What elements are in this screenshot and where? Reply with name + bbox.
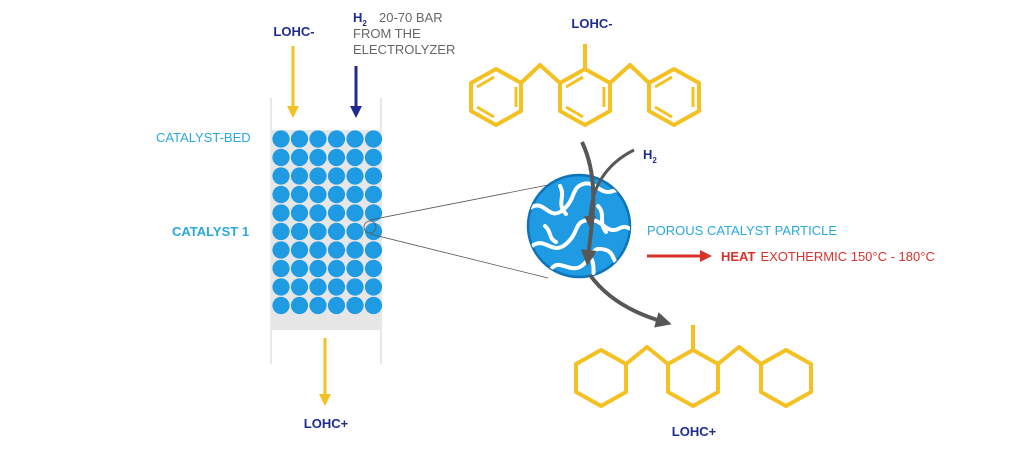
- catalyst-pellet: [290, 259, 309, 278]
- catalyst-pellet: [290, 167, 309, 185]
- catalyst-pellet: [272, 241, 290, 259]
- catalyst-pellet: [309, 259, 327, 278]
- catalyst-pellet: [364, 278, 383, 296]
- heat-label: HEAT EXOTHERMIC 150°C - 180°C: [721, 249, 935, 264]
- lohc-plus-bottom-label: LOHC+: [672, 424, 717, 439]
- zoom-line-bottom: [369, 233, 549, 279]
- catalyst-pellet: [346, 259, 364, 278]
- particle-to-product-arrow-icon: [588, 273, 672, 328]
- h2-inlet-label: H2: [353, 10, 367, 28]
- catalyst-pellet: [346, 278, 364, 296]
- catalyst-label: CATALYST 1: [172, 224, 249, 239]
- catalyst-pellet: [272, 167, 290, 185]
- catalyst-pellet: [327, 259, 346, 278]
- outlet-lohc-label: LOHC+: [304, 416, 349, 431]
- catalyst-pellet: [346, 296, 364, 315]
- catalyst-pellet: [327, 222, 346, 241]
- catalyst-pellet: [272, 278, 290, 296]
- catalyst-pellet: [309, 204, 327, 222]
- inlet-lohc-label: LOHC-: [273, 24, 314, 39]
- catalyst-pellet: [290, 296, 309, 315]
- h2-source-line3: ELECTROLYZER: [353, 42, 455, 57]
- h2-feed-label: H2: [643, 147, 657, 165]
- h2-source-line2: FROM THE: [353, 26, 421, 41]
- saturated-molecule: [574, 325, 813, 408]
- catalyst-pellet: [327, 185, 346, 204]
- methylene-bridge-left: [519, 63, 562, 85]
- catalyst-pellet: [272, 185, 290, 204]
- zoom-line-top: [369, 183, 554, 221]
- catalyst-pellet: [364, 259, 383, 278]
- catalyst-pellet: [364, 167, 383, 185]
- h2-subscript: 2: [362, 19, 367, 28]
- catalyst-pellet: [290, 204, 309, 222]
- catalyst-pellet: [309, 130, 327, 148]
- catalyst-pellet: [327, 296, 346, 315]
- h2-to-particle-arrow-icon: [584, 148, 635, 228]
- catalyst-pellet: [309, 148, 327, 167]
- catalyst-pellet: [346, 167, 364, 185]
- h2-symbol: H: [643, 147, 652, 162]
- catalyst-pellet: [364, 130, 383, 148]
- catalyst-pellet: [272, 130, 290, 148]
- porous-catalyst-particle: [526, 173, 632, 279]
- catalyst-pellet: [309, 241, 327, 259]
- catalyst-pellet: [327, 148, 346, 167]
- catalyst-pellet: [327, 278, 346, 296]
- catalyst-pellet: [327, 204, 346, 222]
- catalyst-pellets: [272, 130, 383, 315]
- catalyst-pellet: [272, 259, 290, 278]
- catalyst-pellet: [290, 148, 309, 167]
- catalyst-pellet: [309, 185, 327, 204]
- lohc-minus-top-label: LOHC-: [571, 16, 612, 31]
- cyclohexane-ring-center: [666, 348, 720, 408]
- catalyst-pellet: [309, 296, 327, 315]
- h2-subscript: 2: [652, 156, 657, 165]
- cyclohexane-ring-left: [574, 348, 628, 408]
- methylene-bridge-left: [624, 345, 670, 366]
- catalyst-pellet: [364, 185, 383, 204]
- catalyst-pellet: [309, 222, 327, 241]
- catalyst-pellet: [327, 241, 346, 259]
- heat-detail: EXOTHERMIC 150°C - 180°C: [760, 249, 934, 264]
- catalyst-pellet: [346, 130, 364, 148]
- h2-source-line1: 20-70 BAR: [379, 10, 443, 25]
- catalyst-pellet: [364, 296, 383, 315]
- benzene-ring-left: [469, 67, 523, 127]
- catalyst-pellet: [327, 130, 346, 148]
- methylene-bridge-right: [608, 63, 651, 85]
- catalyst-pellet: [364, 241, 383, 259]
- catalyst-pellet: [272, 148, 290, 167]
- catalyst-pellet: [364, 148, 383, 167]
- methylene-bridge-right: [716, 345, 763, 366]
- catalyst-pellet: [290, 130, 309, 148]
- catalyst-bed-label: CATALYST-BED: [156, 130, 251, 145]
- catalyst-pellet: [290, 241, 309, 259]
- catalyst-pellet: [346, 241, 364, 259]
- catalyst-pellet: [346, 185, 364, 204]
- zoom-focus-ring: [363, 220, 377, 234]
- catalyst-pellet: [327, 167, 346, 185]
- catalyst-pellet: [309, 167, 327, 185]
- catalyst-pellet: [309, 278, 327, 296]
- catalyst-pellet: [364, 204, 383, 222]
- catalyst-pellet: [346, 222, 364, 241]
- heat-word: HEAT: [721, 249, 755, 264]
- h2-symbol: H: [353, 10, 362, 25]
- catalyst-pellet: [290, 278, 309, 296]
- catalyst-pellet: [272, 222, 290, 241]
- catalyst-pellet: [290, 185, 309, 204]
- catalyst-pellet: [290, 222, 309, 241]
- cyclohexane-ring-right: [759, 348, 813, 408]
- aromatic-molecule: [469, 44, 701, 127]
- catalyst-pellet: [272, 296, 290, 315]
- particle-label: POROUS CATALYST PARTICLE: [647, 223, 837, 238]
- catalyst-pellet: [346, 148, 364, 167]
- catalyst-pellet: [272, 204, 290, 222]
- catalyst-pellet: [346, 204, 364, 222]
